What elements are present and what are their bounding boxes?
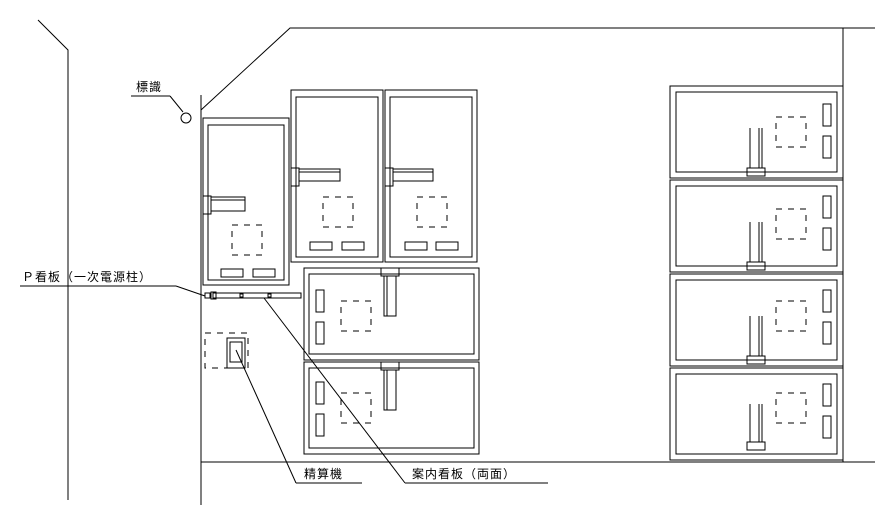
parking-bay-middle-2 (303, 361, 480, 455)
leader-info-board (263, 297, 406, 484)
leader-payment (235, 349, 297, 484)
parking-bay-right-1 (669, 85, 844, 179)
label-p-sign: Ｐ看板（一次電源柱） (22, 270, 153, 284)
parking-bay-top-2 (384, 89, 478, 263)
parking-bay-right-3 (669, 273, 844, 367)
site-boundary-top (200, 27, 844, 462)
parking-bay-top-1 (290, 89, 384, 263)
label-sign: 標識 (136, 80, 163, 94)
sign-post-icon (180, 112, 192, 124)
payment-machine-icon (204, 332, 249, 369)
label-info-board: 案内看板（両面） (412, 467, 517, 481)
info-board-icon (212, 292, 302, 299)
site-boundary-left (37, 19, 69, 500)
parking-bay-right-4 (669, 367, 844, 461)
label-payment-machine: 精算機 (304, 467, 344, 481)
parking-bay-right-2 (669, 179, 844, 273)
parking-bay-left (202, 117, 290, 286)
parking-bay-middle-1 (303, 267, 480, 361)
